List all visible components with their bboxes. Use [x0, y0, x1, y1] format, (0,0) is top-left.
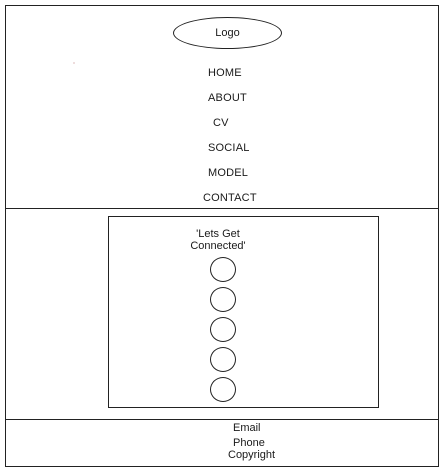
- footer-email[interactable]: Email: [233, 422, 261, 434]
- nav-item-contact[interactable]: CONTACT: [203, 192, 257, 204]
- header-divider: [5, 208, 439, 209]
- page-frame: [5, 5, 439, 467]
- social-icon-3[interactable]: [210, 317, 236, 342]
- logo[interactable]: Logo: [173, 17, 282, 49]
- nav-item-social[interactable]: SOCIAL: [208, 142, 250, 154]
- social-icon-5[interactable]: [210, 377, 236, 402]
- nav-item-model[interactable]: MODEL: [208, 167, 249, 179]
- footer-divider: [5, 419, 439, 420]
- logo-label: Logo: [215, 27, 240, 39]
- social-title: 'Lets Get Connected': [190, 228, 246, 252]
- social-icon-2[interactable]: [210, 287, 236, 312]
- nav-item-about[interactable]: ABOUT: [208, 92, 247, 104]
- footer-phone[interactable]: Phone: [233, 437, 265, 449]
- social-icon-1[interactable]: [210, 257, 236, 282]
- nav-item-home[interactable]: HOME: [208, 67, 242, 79]
- social-panel: [108, 216, 379, 408]
- social-icon-4[interactable]: [210, 347, 236, 372]
- sketch-speck: [73, 62, 75, 64]
- footer-copyright: Copyright: [228, 449, 276, 461]
- nav-item-cv[interactable]: CV: [213, 117, 229, 129]
